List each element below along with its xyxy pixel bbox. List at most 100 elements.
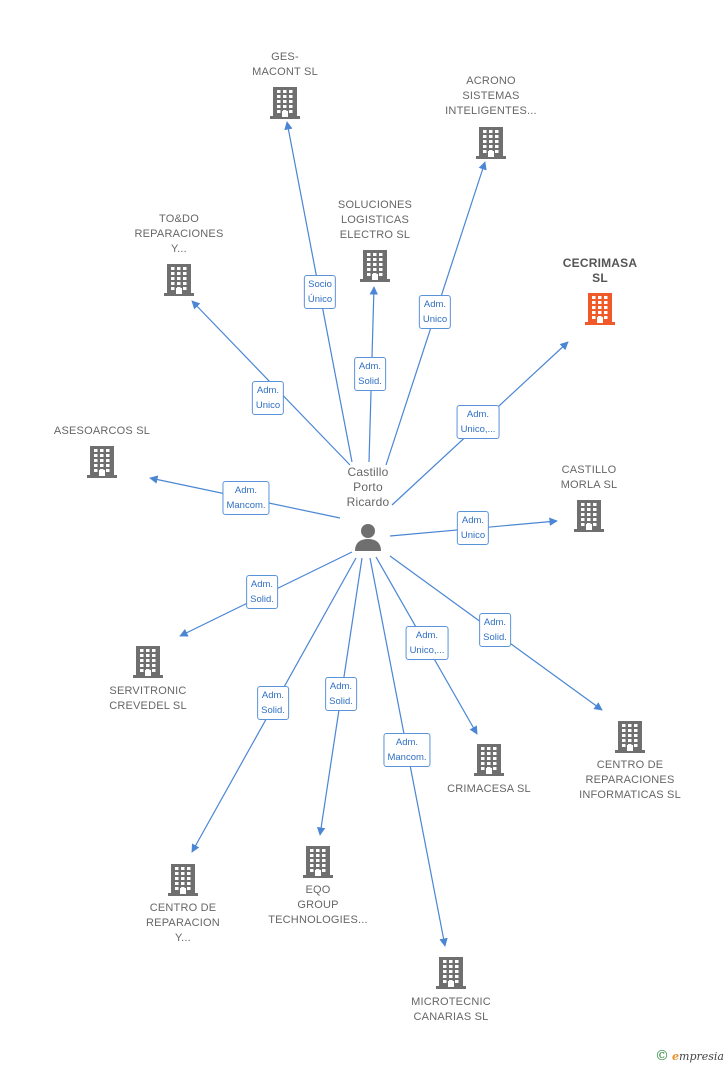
relation-label-line: Adm. xyxy=(234,485,258,496)
company-label-line: EQO xyxy=(305,884,331,896)
person-icon[interactable] xyxy=(353,522,383,557)
relation-label-line: Adm. xyxy=(256,385,280,396)
relation-label-line: Unico xyxy=(460,530,486,541)
company-label-line: CENTRO DE xyxy=(596,759,664,771)
company-label-microtecnic[interactable]: MICROTECNIC CANARIAS SL xyxy=(376,995,526,1025)
company-label-line: INTELIGENTES... xyxy=(445,105,537,117)
company-label-line: CASTILLO xyxy=(561,464,617,476)
company-label-line: INFORMATICAS SL xyxy=(579,789,681,801)
relation-label-servitronic[interactable]: Adm. Solid. xyxy=(246,575,278,609)
relation-label-line: Solid. xyxy=(329,696,353,707)
building-icon[interactable] xyxy=(270,86,300,125)
relation-label-line: Solid. xyxy=(250,594,274,605)
company-label-line: MACONT SL xyxy=(252,66,318,78)
person-label-line: Porto xyxy=(353,480,383,494)
building-icon[interactable] xyxy=(574,499,604,538)
company-label-centro-informaticas[interactable]: CENTRO DE REPARACIONES INFORMATICAS SL xyxy=(555,758,705,803)
relation-label-centro-informaticas[interactable]: Adm. Solid. xyxy=(479,613,511,647)
company-label-todo[interactable]: TO&DO REPARACIONES Y... xyxy=(104,212,254,257)
company-label-line: CENTRO DE xyxy=(149,902,217,914)
relation-label-microtecnic[interactable]: Adm. Mancom. xyxy=(383,733,431,767)
building-icon[interactable] xyxy=(476,126,506,165)
building-icon[interactable] xyxy=(168,863,198,902)
company-label-line: MICROTECNIC xyxy=(411,996,491,1008)
relation-label-castillo-morla[interactable]: Adm. Unico xyxy=(456,511,490,545)
relation-label-line: Solid. xyxy=(261,705,285,716)
relation-label-line: Unico xyxy=(255,400,281,411)
relation-label-line: Adm. xyxy=(415,630,439,641)
building-icon[interactable] xyxy=(303,845,333,884)
company-label-line: ASESOARCOS SL xyxy=(53,425,151,437)
building-icon[interactable] xyxy=(360,249,390,288)
company-label-line: MORLA SL xyxy=(560,479,618,491)
company-label-line: REPARACIONES xyxy=(134,228,224,240)
relation-label-line: Adm. xyxy=(466,409,490,420)
relation-label-line: Adm. xyxy=(395,737,419,748)
company-label-line: CRIMACESA SL xyxy=(447,783,531,795)
relation-label-line: Solid. xyxy=(358,376,382,387)
company-label-line: SERVITRONIC xyxy=(109,685,187,697)
relation-label-line: Solid. xyxy=(483,632,507,643)
company-label-servitronic[interactable]: SERVITRONIC CREVEDEL SL xyxy=(73,684,223,714)
relation-label-line: Mancom. xyxy=(387,752,427,763)
company-label-line: SL xyxy=(592,271,608,285)
company-label-line: Y... xyxy=(171,243,187,255)
company-label-line: SISTEMAS xyxy=(462,90,520,102)
relation-label-crimacesa[interactable]: Adm. Unico,... xyxy=(405,626,449,660)
relation-label-line: Adm. xyxy=(423,299,447,310)
company-label-castillo-morla[interactable]: CASTILLO MORLA SL xyxy=(514,463,664,493)
building-icon[interactable] xyxy=(585,292,615,331)
relation-label-centro-reparacion[interactable]: Adm. Solid. xyxy=(257,686,289,720)
company-label-asesoarcos[interactable]: ASESOARCOS SL xyxy=(27,424,177,439)
company-label-line: REPARACIONES xyxy=(585,774,675,786)
company-label-line: CANARIAS SL xyxy=(413,1011,489,1023)
company-label-ges-macont[interactable]: GES- MACONT SL xyxy=(210,50,360,80)
relation-label-asesoarcos[interactable]: Adm. Mancom. xyxy=(222,481,270,515)
building-icon[interactable] xyxy=(436,956,466,995)
relation-label-line: Adm. xyxy=(358,361,382,372)
building-icon[interactable] xyxy=(87,445,117,484)
company-label-crimacesa[interactable]: CRIMACESA SL xyxy=(414,782,564,797)
relation-label-line: Unico,... xyxy=(460,424,496,435)
relation-label-line: Mancom. xyxy=(226,500,266,511)
company-label-line: Y... xyxy=(175,932,191,944)
relation-label-soluciones[interactable]: Adm. Solid. xyxy=(354,357,386,391)
company-label-line: TO&DO xyxy=(159,213,199,225)
relation-label-line: Único xyxy=(307,294,333,305)
relation-label-line: Adm. xyxy=(329,681,353,692)
relation-label-line: Adm. xyxy=(261,690,285,701)
relation-label-acrono[interactable]: Adm. Unico xyxy=(418,295,452,329)
relation-label-line: Adm. xyxy=(483,617,507,628)
person-label-line: Castillo xyxy=(347,465,389,479)
relation-label-line: Unico,... xyxy=(409,645,445,656)
company-label-line: GES- xyxy=(271,51,299,63)
relation-label-cecrimasa[interactable]: Adm. Unico,... xyxy=(456,405,500,439)
building-icon[interactable] xyxy=(615,720,645,759)
company-label-line: ELECTRO SL xyxy=(339,229,411,241)
building-icon[interactable] xyxy=(133,645,163,684)
company-label-line: CECRIMASA xyxy=(562,256,638,270)
company-label-line: CREVEDEL SL xyxy=(109,700,187,712)
building-icon[interactable] xyxy=(474,743,504,782)
empresia-logo[interactable]: ©empresia xyxy=(655,1048,724,1064)
company-label-centro-reparacion[interactable]: CENTRO DE REPARACION Y... xyxy=(108,901,258,946)
person-label-line: Ricardo xyxy=(346,495,390,509)
relation-label-todo[interactable]: Adm. Unico xyxy=(251,381,285,415)
company-label-line: SOLUCIONES xyxy=(337,199,413,211)
company-label-line: TECHNOLOGIES... xyxy=(268,914,368,926)
company-label-line: LOGISTICAS xyxy=(340,214,410,226)
relation-label-line: Socio xyxy=(308,279,332,290)
company-label-soluciones[interactable]: SOLUCIONES LOGISTICAS ELECTRO SL xyxy=(300,198,450,243)
company-label-eqo[interactable]: EQO GROUP TECHNOLOGIES... xyxy=(243,883,393,928)
building-icon[interactable] xyxy=(164,263,194,302)
relation-label-line: Unico xyxy=(422,314,448,325)
company-label-line: REPARACION xyxy=(146,917,220,929)
company-label-line: GROUP xyxy=(297,899,339,911)
relation-label-eqo[interactable]: Adm. Solid. xyxy=(325,677,357,711)
relation-label-line: Adm. xyxy=(461,515,485,526)
relation-label-line: Adm. xyxy=(250,579,274,590)
